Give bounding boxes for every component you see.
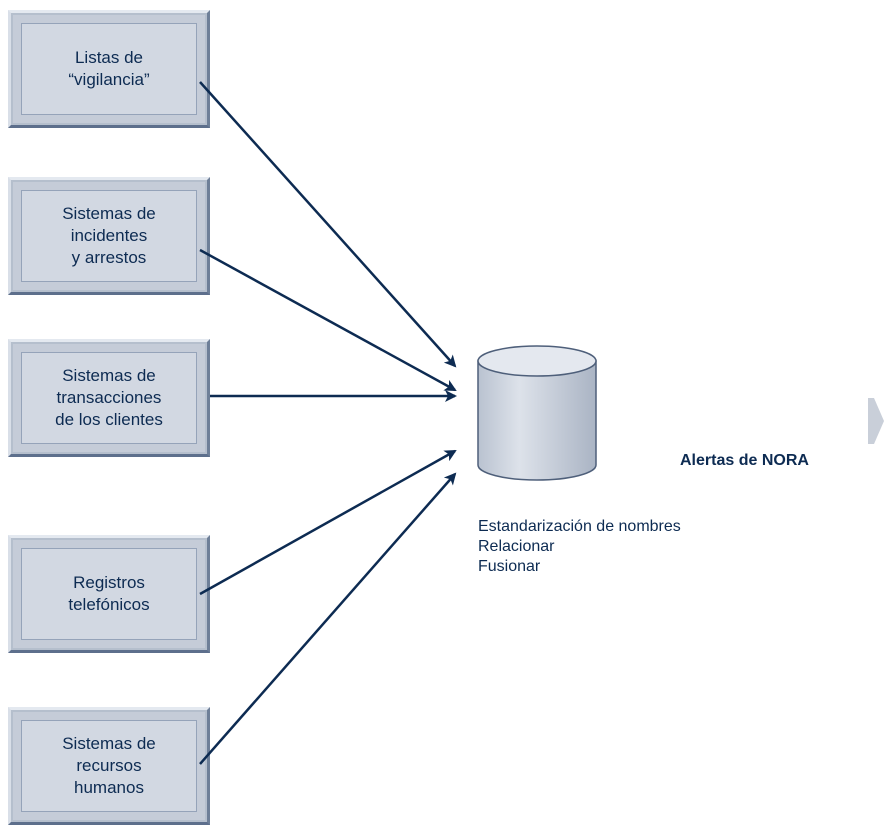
source-label-watch-lists: Listas de “vigilancia” <box>68 48 150 89</box>
chevron-right-icon <box>868 398 884 444</box>
source-box-face: Sistemas de incidentes y arrestos <box>21 190 197 282</box>
source-box-customer-transactions: Sistemas de transacciones de los cliente… <box>8 339 210 457</box>
source-label-incident-systems: Sistemas de incidentes y arrestos <box>62 204 156 267</box>
source-box-hr-systems: Sistemas de recursos humanos <box>8 707 210 825</box>
arrow-incident-systems <box>199 248 457 392</box>
source-label-customer-transactions: Sistemas de transacciones de los cliente… <box>55 366 163 429</box>
database-cylinder <box>477 345 597 481</box>
source-label-hr-systems: Sistemas de recursos humanos <box>62 734 156 797</box>
source-box-incident-systems: Sistemas de incidentes y arrestos <box>8 177 210 295</box>
process-step-merge: Fusionar <box>478 558 541 575</box>
process-steps: Estandarización de nombres Relacionar Fu… <box>478 517 681 577</box>
source-box-face: Sistemas de recursos humanos <box>21 720 197 812</box>
source-box-watch-lists: Listas de “vigilancia” <box>8 10 210 128</box>
source-label-phone-records: Registros telefónicos <box>68 573 150 614</box>
source-box-face: Sistemas de transacciones de los cliente… <box>21 352 197 444</box>
arrow-phone-records <box>199 449 457 596</box>
output-label: Alertas de NORA <box>680 452 809 469</box>
arrow-hr-systems <box>199 472 457 765</box>
arrow-watch-lists <box>199 81 457 368</box>
process-step-relate: Relacionar <box>478 538 555 555</box>
source-box-face: Listas de “vigilancia” <box>21 23 197 115</box>
process-step-standardize: Estandarización de nombres <box>478 518 681 535</box>
source-box-phone-records: Registros telefónicos <box>8 535 210 653</box>
source-box-face: Registros telefónicos <box>21 548 197 640</box>
